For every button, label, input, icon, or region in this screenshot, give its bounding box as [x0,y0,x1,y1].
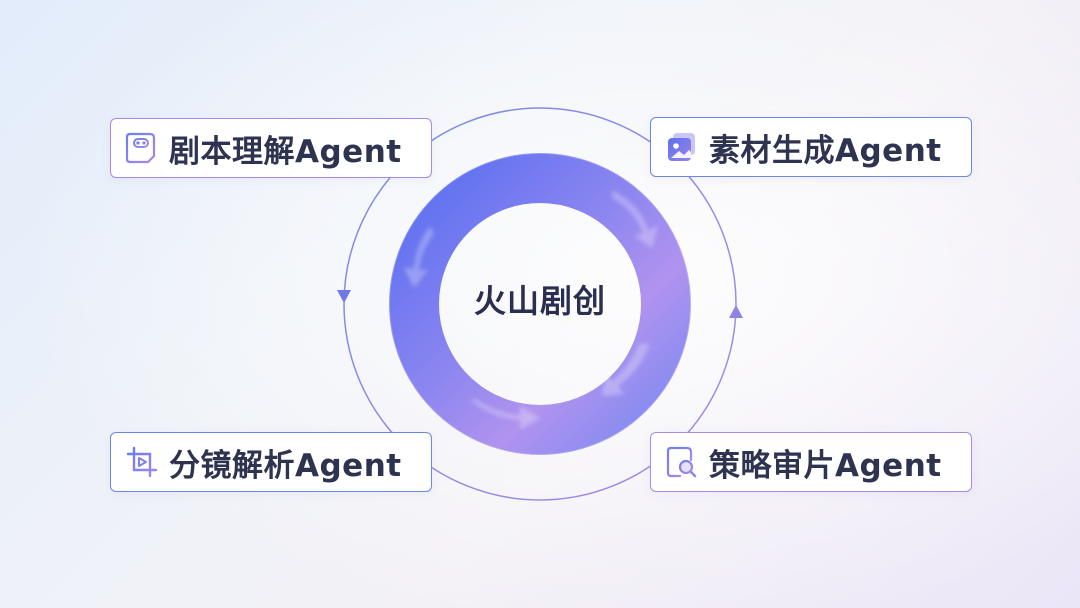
agent-card-label: 剧本理解Agent [169,133,402,170]
script-robot-icon [125,132,156,164]
agent-card-script-understanding[interactable]: 剧本理解Agent [110,118,432,178]
ring-highlight [388,152,692,456]
agent-card-label: 分镜解析Agent [169,447,402,484]
agent-card-label: 素材生成Agent [709,132,942,169]
orbit-circle [343,107,737,501]
ring-swirl-arrows [404,190,658,430]
agent-card-asset-generation[interactable]: 素材生成Agent [650,117,972,177]
document-search-icon [666,446,697,478]
center-ring [389,153,691,455]
orbit-arrow-up-icon [729,305,743,318]
orbit-arrow-down-icon [337,290,351,303]
image-gallery-icon [668,133,695,161]
agent-card-strategy-review[interactable]: 策略审片Agent [650,432,972,492]
video-crop-icon [126,446,158,478]
agent-card-label: 策略审片Agent [709,447,942,484]
center-title: 火山剧创 [473,282,606,320]
agent-card-storyboard-analysis[interactable]: 分镜解析Agent [110,432,432,492]
